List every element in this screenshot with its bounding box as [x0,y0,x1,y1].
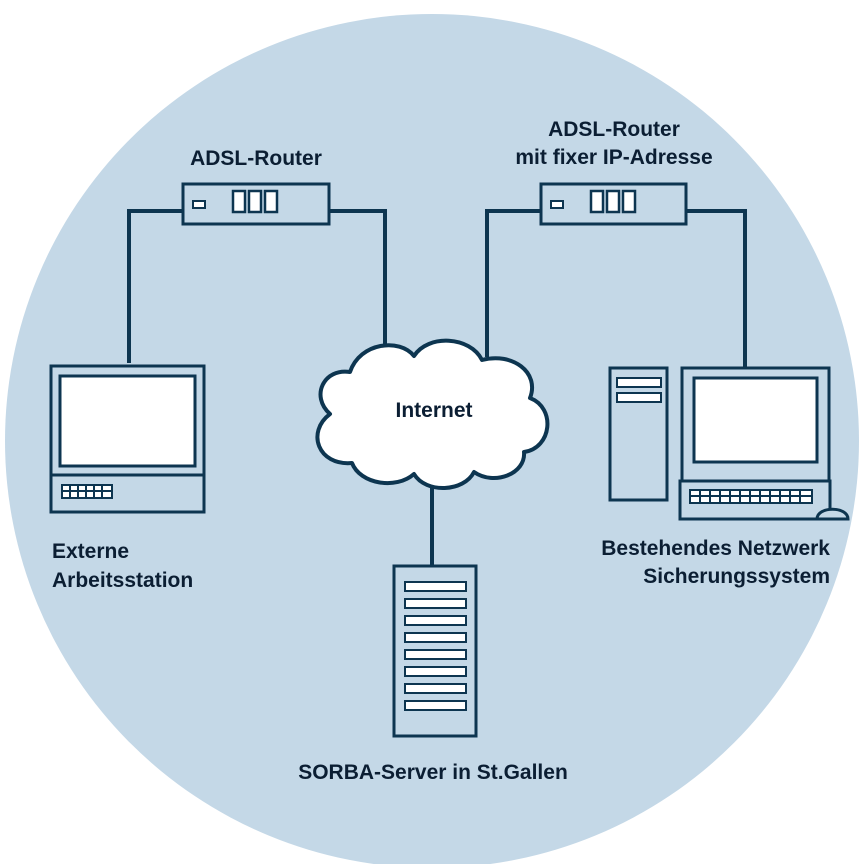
router-left-icon [181,182,331,226]
network-icon [608,366,850,521]
internet-cloud-icon [315,338,550,490]
wire-internet-right-router [485,209,541,357]
wire-workstation-left-router [127,209,183,363]
wire-right-router-network [686,209,747,368]
workstation-icon [49,364,206,514]
router-right-icon [539,182,688,226]
router-right-label-line1: ADSL-Router [548,118,680,141]
wire-left-router-internet [329,209,387,358]
workstation-label-line2: Arbeitsstation [52,569,193,592]
server-icon [392,564,478,738]
server-label: SORBA-Server in St.Gallen [298,761,568,784]
connections [127,209,747,566]
network-label-line2: Sicherungssystem [643,565,830,588]
workstation-label-line1: Externe [52,540,129,563]
cloud-label: Internet [395,399,472,422]
router-left-label: ADSL-Router [190,147,322,170]
router-right-label-line2: mit fixer IP-Adresse [515,146,712,169]
network-label-line1: Bestehendes Netzwerk [601,537,830,560]
